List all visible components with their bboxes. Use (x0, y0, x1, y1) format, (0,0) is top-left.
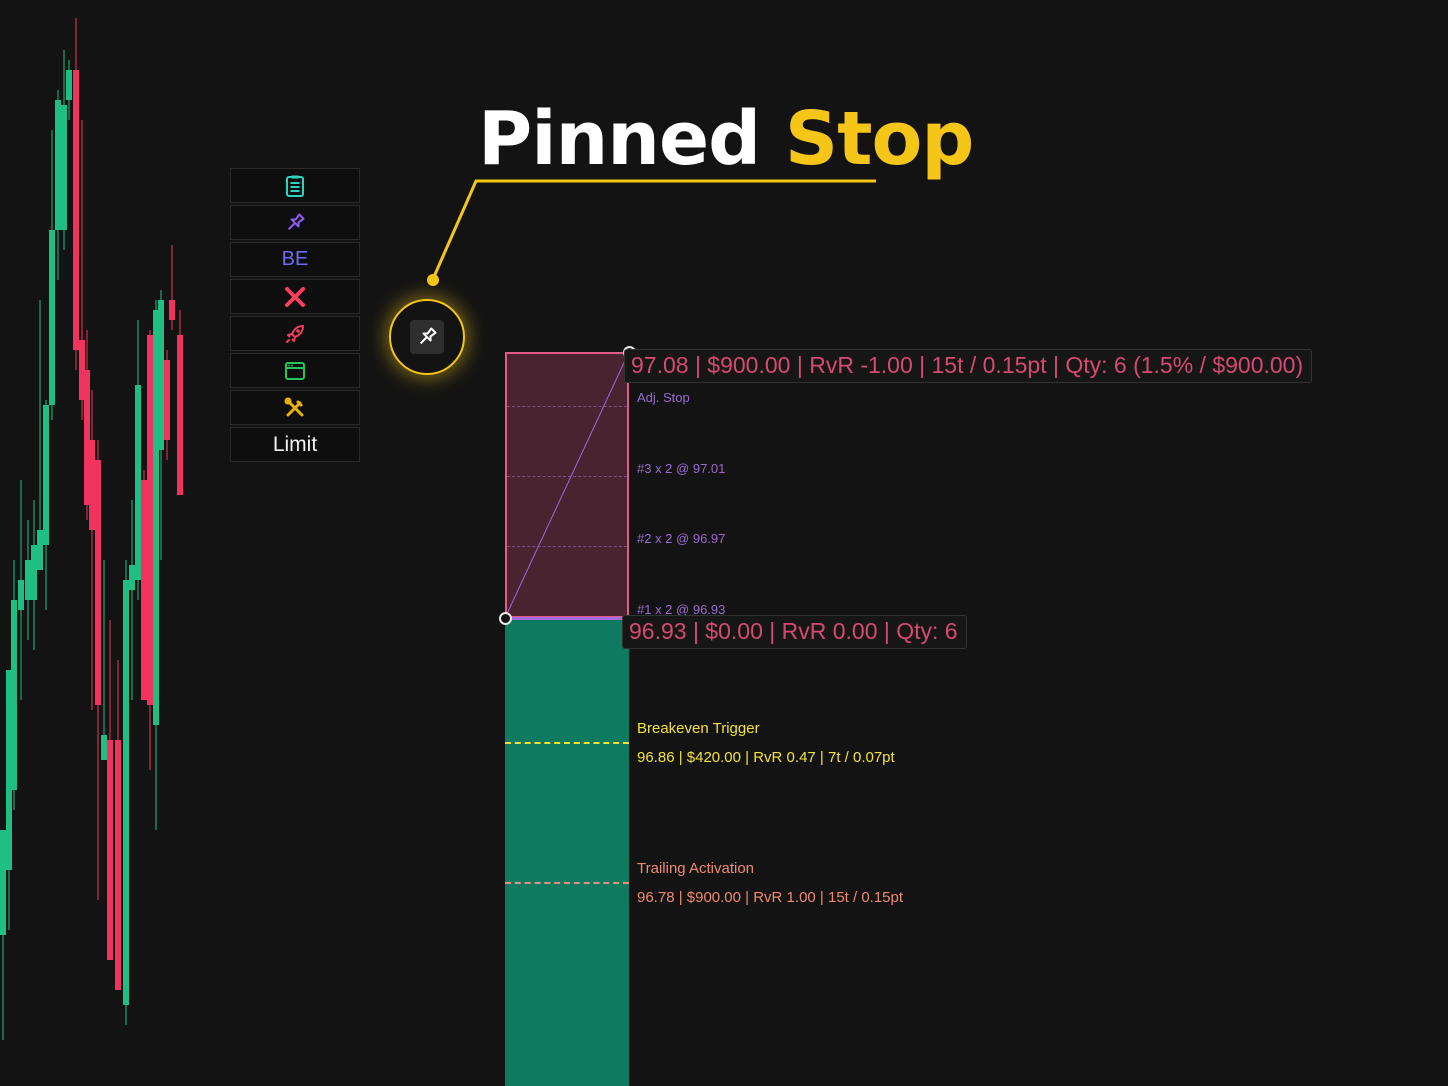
rocket-button[interactable] (230, 316, 360, 351)
candle-body (135, 385, 141, 580)
order-toolbar: BE Limit (230, 168, 360, 464)
candle-body (89, 440, 95, 530)
rocket-icon (286, 324, 304, 343)
candle-body (73, 70, 79, 350)
trailing-title: Trailing Activation (637, 860, 754, 877)
candle-body (0, 830, 6, 935)
trailing-detail: 96.78 | $900.00 | RvR 1.00 | 15t / 0.15p… (637, 889, 904, 906)
pin-icon (419, 327, 437, 345)
breakeven-label: BE (281, 248, 309, 270)
candle-body (43, 405, 49, 545)
entry-price-label[interactable]: 96.93 | $0.00 | RvR 0.00 | Qty: 6 (622, 615, 967, 649)
limit-label: Limit (272, 432, 318, 456)
notes-button[interactable] (230, 168, 360, 203)
candle-body (55, 100, 61, 230)
tools-icon (284, 397, 304, 416)
candle-body (164, 360, 170, 440)
candle-body (141, 480, 147, 700)
candle-body (84, 370, 90, 505)
window-button[interactable] (230, 353, 360, 388)
breakeven-button[interactable]: BE (230, 242, 360, 277)
candle-body (31, 545, 37, 600)
candle-body (18, 580, 24, 610)
title-pinned: Pinned (478, 96, 761, 182)
target-2-line (507, 546, 627, 547)
entry-drag-handle[interactable] (499, 612, 512, 625)
adj-stop-line (507, 406, 627, 407)
title-stop: Stop (784, 96, 974, 182)
candle-body (49, 230, 55, 405)
pin-icon (287, 213, 305, 230)
candle-body (61, 105, 67, 230)
candle-body (153, 310, 159, 725)
window-icon (285, 361, 305, 380)
candlestick-chart (0, 18, 183, 1040)
candle-body (79, 340, 85, 400)
trailing-line[interactable] (505, 882, 629, 884)
candle-body (6, 670, 12, 870)
pinned-stop-highlight[interactable] (389, 299, 465, 375)
candle-body (169, 300, 175, 320)
candle-body (107, 740, 113, 960)
candle-body (95, 460, 101, 705)
notes-icon (286, 175, 304, 197)
tools-button[interactable] (230, 390, 360, 425)
entry-line[interactable] (505, 617, 629, 620)
page-title: Pinned Stop (478, 96, 974, 182)
candle-body (115, 740, 121, 990)
limit-button[interactable]: Limit (230, 427, 360, 462)
target-3-line (507, 476, 627, 477)
breakeven-detail: 96.86 | $420.00 | RvR 0.47 | 7t / 0.07pt (637, 749, 895, 766)
reward-zone[interactable] (505, 619, 629, 1086)
pin-button[interactable] (230, 205, 360, 240)
target-1-label: #1 x 2 @ 96.93 (637, 602, 726, 617)
breakeven-title: Breakeven Trigger (637, 720, 760, 737)
close-button[interactable] (230, 279, 360, 314)
breakeven-line[interactable] (505, 742, 629, 744)
candle-body (177, 335, 183, 495)
stop-diagonal (505, 352, 629, 619)
target-3-label: #3 x 2 @ 97.01 (637, 461, 726, 476)
candle-body (11, 600, 17, 790)
stop-price-label[interactable]: 97.08 | $900.00 | RvR -1.00 | 15t / 0.15… (624, 349, 1313, 383)
candle-body (66, 70, 72, 100)
target-2-label: #2 x 2 @ 96.97 (637, 531, 726, 546)
adj-stop-label: Adj. Stop (637, 390, 690, 405)
pin-badge (410, 320, 444, 354)
candle-body (129, 565, 135, 590)
candle-body (25, 560, 31, 600)
candle-body (37, 530, 43, 570)
candle-body (158, 300, 164, 450)
candle-body (101, 735, 107, 760)
candle-body (123, 580, 129, 1005)
close-icon (285, 286, 305, 307)
candle-body (147, 335, 153, 705)
